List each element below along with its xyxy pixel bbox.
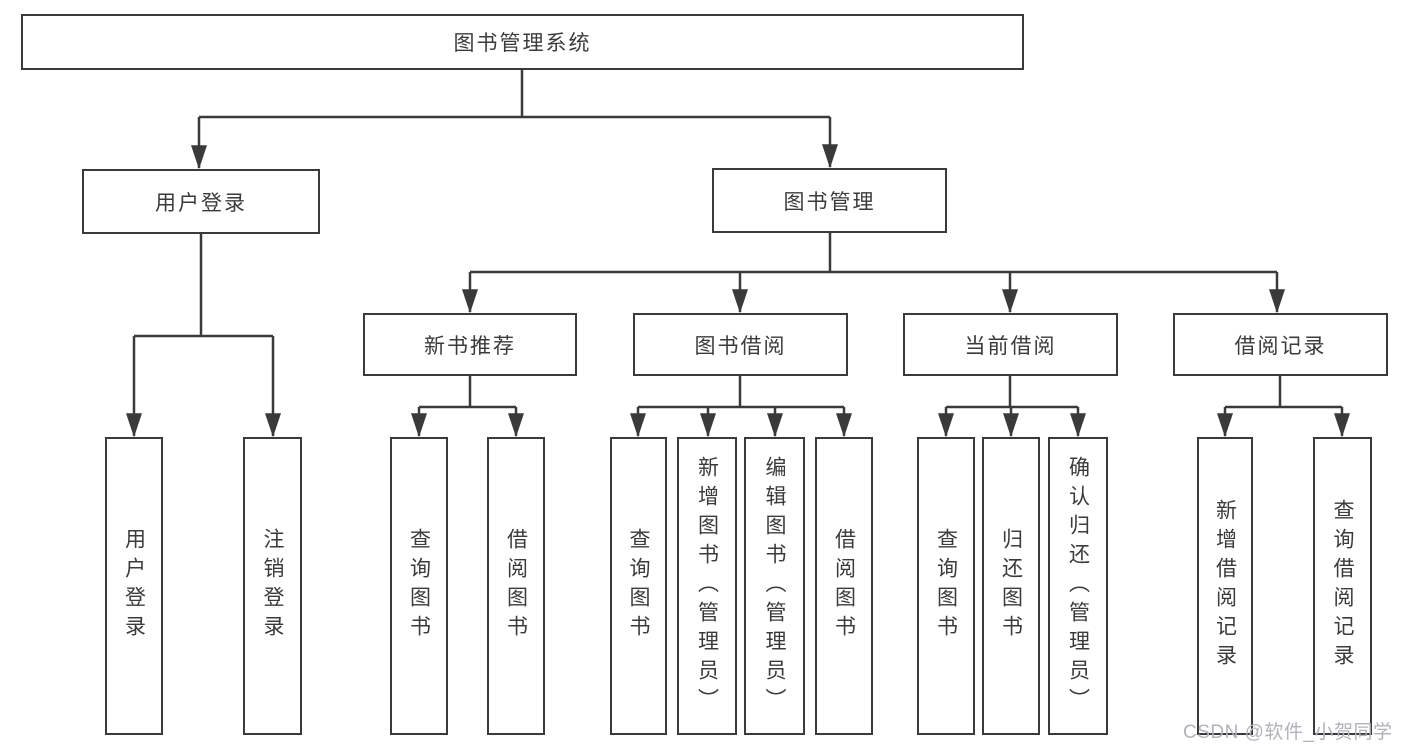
- csdn-watermark: CSDN @软件_小贺同学: [1183, 722, 1393, 743]
- node-label: 新增借阅记录: [1213, 499, 1237, 673]
- node-label: 查询图书: [407, 528, 431, 644]
- node-label: 归还图书: [999, 528, 1023, 644]
- node-borrowing-records: 借阅记录: [1173, 313, 1388, 376]
- node-user-login: 用户登录: [82, 169, 320, 234]
- leaf-confirm-return-admin: 确认归还（管理员）: [1048, 437, 1108, 735]
- leaf-query-books-1: 查询图书: [390, 437, 448, 735]
- leaf-logout: 注销登录: [243, 437, 302, 735]
- node-label: 借阅记录: [1234, 334, 1327, 358]
- node-current-borrowing: 当前借阅: [903, 313, 1118, 376]
- leaf-return-book: 归还图书: [982, 437, 1040, 735]
- node-label: 新增图书（管理员）: [695, 455, 719, 717]
- node-book-management: 图书管理: [712, 168, 947, 233]
- node-label: 注销登录: [261, 528, 284, 644]
- leaf-query-borrow-record: 查询借阅记录: [1313, 437, 1372, 735]
- leaf-query-books-3: 查询图书: [917, 437, 975, 735]
- leaf-user-login: 用户登录: [105, 437, 163, 735]
- node-label: 图书管理系统: [453, 32, 592, 55]
- node-label: 用户登录: [122, 528, 146, 644]
- node-new-book-recommendation: 新书推荐: [363, 313, 577, 376]
- leaf-borrow-books-1: 借阅图书: [487, 437, 545, 735]
- node-label: 用户登录: [155, 191, 247, 215]
- node-label: 查询图书: [934, 528, 958, 644]
- leaf-borrow-books-2: 借阅图书: [815, 437, 873, 735]
- node-book-borrowing: 图书借阅: [633, 313, 848, 376]
- node-label: 图书管理: [783, 190, 876, 214]
- node-label: 图书借阅: [694, 334, 787, 358]
- node-label: 当前借阅: [964, 334, 1057, 358]
- node-library-management-system: 图书管理系统: [21, 14, 1024, 70]
- node-label: 新书推荐: [424, 334, 516, 358]
- node-label: 借阅图书: [504, 528, 528, 644]
- leaf-edit-book-admin: 编辑图书（管理员）: [744, 437, 805, 735]
- node-label: 编辑图书（管理员）: [763, 455, 786, 717]
- node-label: 查询借阅记录: [1331, 499, 1354, 673]
- node-label: 确认归还（管理员）: [1066, 455, 1090, 717]
- node-label: 查询图书: [627, 528, 650, 644]
- leaf-add-borrow-record: 新增借阅记录: [1197, 437, 1253, 735]
- leaf-add-book-admin: 新增图书（管理员）: [677, 437, 737, 735]
- leaf-query-books-2: 查询图书: [610, 437, 667, 735]
- node-label: 借阅图书: [832, 528, 856, 644]
